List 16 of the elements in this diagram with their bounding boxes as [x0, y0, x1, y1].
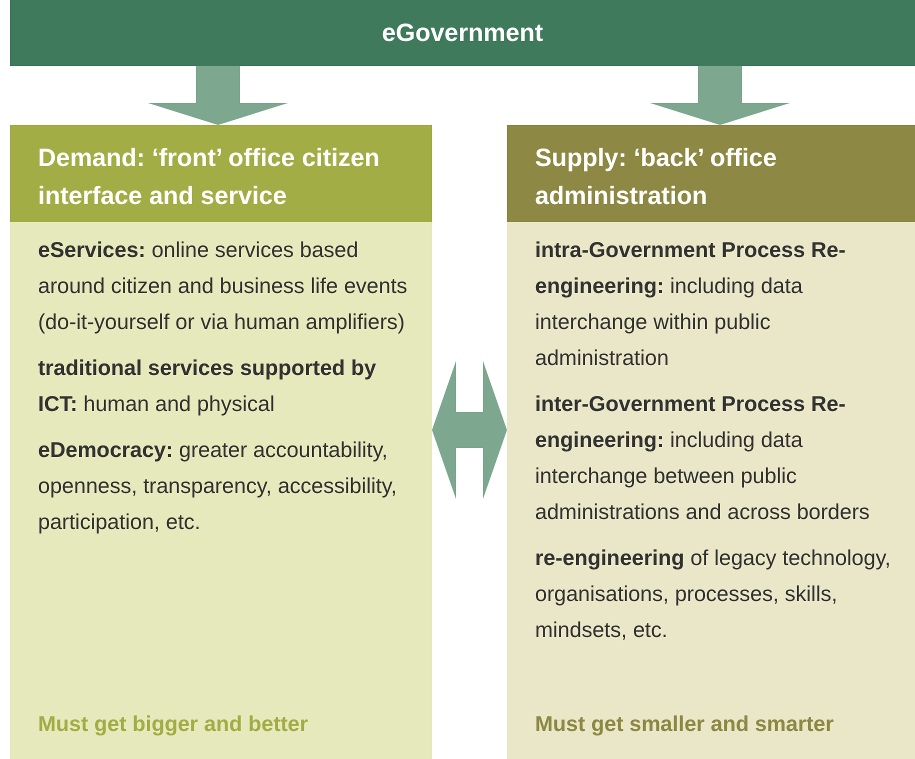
column-panel	[507, 125, 915, 759]
description-text: eDemocracy: greater accountability, openness, transparency, accessibility, participation, etc.	[38, 437, 398, 536]
description-text: inter-Government Process Re-engineering: including data interchange between public administrations and across borders	[535, 391, 871, 526]
column-heading: Demand: ‘front’ office citizen interface and service	[10, 125, 432, 222]
title-band: eGovernment	[10, 0, 915, 66]
description-text: eServices: online services based around citizen and business life events (do-it-yourself or via human amplifiers)	[38, 237, 408, 336]
description-text: re-engineering of legacy technology, organisations, processes, skills, mindsets, etc.	[535, 545, 892, 644]
arrow	[650, 66, 790, 125]
arrow	[148, 66, 288, 125]
summary-text: Must get smaller and smarter	[535, 712, 834, 737]
description-text: traditional services supported by ICT: human and physical	[38, 355, 378, 418]
description-text: intra-Government Process Re-engineering: including data interchange within public administration	[535, 237, 847, 372]
arrow	[432, 361, 507, 499]
column-heading: Supply: ‘back’ office administration	[507, 125, 915, 222]
column-panel	[10, 125, 432, 759]
summary-text: Must get bigger and better	[38, 712, 308, 737]
